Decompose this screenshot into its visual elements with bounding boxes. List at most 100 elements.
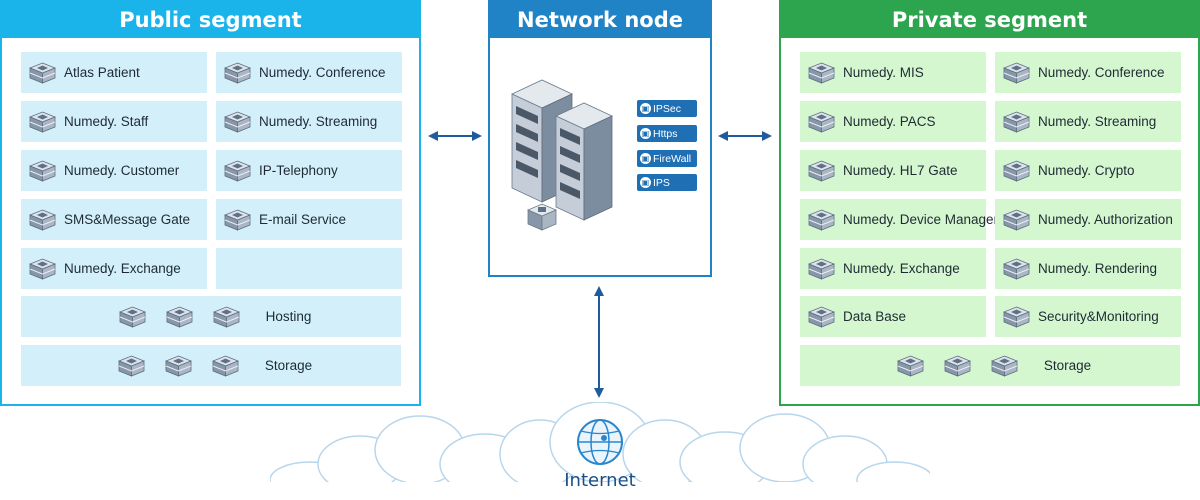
private-storage-label: Storage <box>1043 358 1092 373</box>
network-node-title: Network node <box>490 2 710 38</box>
server-cube-icon <box>808 62 835 84</box>
private-segment-item-label: Numedy. HL7 Gate <box>843 163 958 178</box>
server-cube-icon <box>1003 111 1030 133</box>
server-cube-icon <box>29 111 56 133</box>
server-cube-icon <box>224 62 251 84</box>
security-badge-label: IPS <box>653 176 670 189</box>
public-segment-item-label: Atlas Patient <box>64 65 140 80</box>
public-segment-item-label: IP-Telephony <box>259 163 338 178</box>
server-cube-icon <box>808 258 835 280</box>
private-segment-item-label: Numedy. Rendering <box>1038 261 1158 276</box>
server-cube-icon <box>1003 209 1030 231</box>
public-segment-item-label: SMS&Message Gate <box>64 212 191 227</box>
private-segment-item: Security&Monitoring <box>995 296 1181 337</box>
private-segment-item: Numedy. Rendering <box>995 248 1181 289</box>
public-segment-item-label: Numedy. Staff <box>64 114 149 129</box>
private-segment-item-label: Numedy. Authorization <box>1038 212 1173 227</box>
server-cube-icon <box>808 111 835 133</box>
server-cube-icon <box>1003 258 1030 280</box>
server-cube-icon <box>224 209 251 231</box>
server-cube-icon <box>213 306 240 328</box>
security-badge-label: IPSec <box>653 102 682 115</box>
node-internet-arrow <box>594 286 604 398</box>
lock-icon: ▣ <box>640 103 651 114</box>
public-segment-item: Numedy. Conference <box>216 52 402 93</box>
node-private-arrow <box>718 131 772 141</box>
internet-label: Internet <box>564 470 636 491</box>
hosting-label: Hosting <box>265 309 312 324</box>
private-segment-item-label: Security&Monitoring <box>1038 309 1159 324</box>
lock-icon: ▣ <box>640 153 651 164</box>
public-segment-item-label: Numedy. Conference <box>259 65 386 80</box>
security-badge: ▣Https <box>637 125 697 142</box>
private-segment-item: Numedy. Authorization <box>995 199 1181 240</box>
security-badge-label: FireWall <box>653 152 692 165</box>
private-segment-item: Numedy. HL7 Gate <box>800 150 986 191</box>
private-segment-item: Data Base <box>800 296 986 337</box>
private-segment-item-label: Numedy. Exchange <box>843 261 960 276</box>
private-storage-row: Storage <box>800 345 1180 386</box>
private-segment-item: Numedy. MIS <box>800 52 986 93</box>
public-node-arrow <box>428 131 482 141</box>
public-storage-label: Storage <box>264 358 313 373</box>
private-segment-panel: Private segment Numedy. MIS Numedy. Confe… <box>779 0 1200 406</box>
server-cube-icon <box>808 160 835 182</box>
server-rack-illustration <box>511 79 613 231</box>
network-node-panel: Network node ▣IPSec▣Https▣FireWall▣IPS <box>488 0 712 277</box>
public-segment-item: Numedy. Staff <box>21 101 207 142</box>
private-segment-item-label: Numedy. Device Manager <box>843 212 999 227</box>
public-segment-item-label: E-mail Service <box>259 212 347 227</box>
server-cube-icon <box>224 111 251 133</box>
hosting-row: Hosting <box>21 296 401 337</box>
security-badge: ▣IPSec <box>637 100 697 117</box>
public-segment-item-label: Numedy. Exchange <box>64 261 181 276</box>
lock-icon: ▣ <box>640 128 651 139</box>
server-cube-icon <box>29 62 56 84</box>
storage-icons <box>110 355 247 377</box>
server-cube-icon <box>224 160 251 182</box>
storage-icons <box>889 355 1026 377</box>
server-cube-icon <box>1003 306 1030 328</box>
public-storage-row: Storage <box>21 345 401 386</box>
globe-icon <box>577 419 623 465</box>
server-cube-icon <box>119 306 146 328</box>
server-cube-icon <box>29 160 56 182</box>
server-cube-icon <box>29 258 56 280</box>
hosting-icons <box>111 306 248 328</box>
public-segment-title: Public segment <box>2 2 419 38</box>
private-segment-item: Numedy. Exchange <box>800 248 986 289</box>
private-segment-item-label: Numedy. Conference <box>1038 65 1165 80</box>
private-segment-item: Numedy. Crypto <box>995 150 1181 191</box>
public-segment-panel: Public segment Atlas Patient Numedy. Conf… <box>0 0 421 406</box>
security-badge: ▣FireWall <box>637 150 697 167</box>
server-cube-icon <box>897 355 924 377</box>
private-segment-item: Numedy. PACS <box>800 101 986 142</box>
internet-cloud <box>270 402 930 500</box>
public-segment-item: Atlas Patient <box>21 52 207 93</box>
private-segment-item-label: Numedy. Streaming <box>1038 114 1157 129</box>
public-segment-item-label: Numedy. Customer <box>64 163 180 178</box>
public-segment-item: SMS&Message Gate <box>21 199 207 240</box>
public-segment-item: Numedy. Customer <box>21 150 207 191</box>
public-segment-item: Numedy. Streaming <box>216 101 402 142</box>
public-segment-item: IP-Telephony <box>216 150 402 191</box>
public-segment-item: Numedy. Exchange <box>21 248 207 289</box>
private-segment-item-label: Numedy. Crypto <box>1038 163 1135 178</box>
server-cube-icon <box>808 306 835 328</box>
private-segment-item-label: Numedy. MIS <box>843 65 924 80</box>
server-cube-icon <box>29 209 56 231</box>
private-segment-title: Private segment <box>781 2 1198 38</box>
server-cube-icon <box>991 355 1018 377</box>
server-cube-icon <box>165 355 192 377</box>
server-cube-icon <box>166 306 193 328</box>
public-segment-item: E-mail Service <box>216 199 402 240</box>
private-segment-item: Numedy. Conference <box>995 52 1181 93</box>
server-cube-icon <box>944 355 971 377</box>
security-badge-label: Https <box>653 127 678 140</box>
public-segment-item-label: Numedy. Streaming <box>259 114 378 129</box>
security-badge: ▣IPS <box>637 174 697 191</box>
server-cube-icon <box>1003 160 1030 182</box>
private-segment-item-label: Numedy. PACS <box>843 114 936 129</box>
server-cube-icon <box>118 355 145 377</box>
lock-icon: ▣ <box>640 177 651 188</box>
